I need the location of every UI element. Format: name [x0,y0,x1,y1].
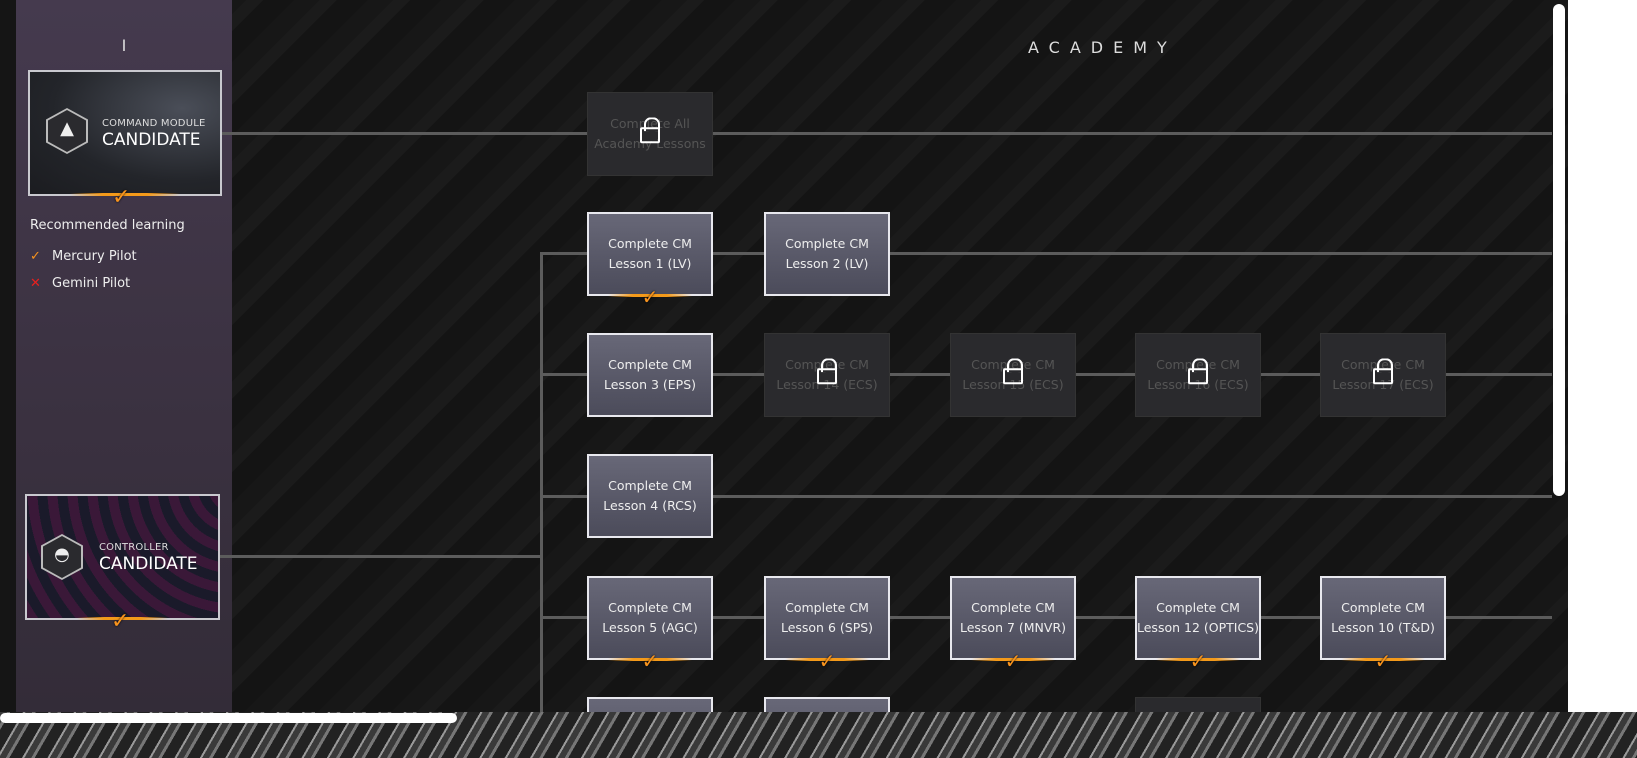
connector-trunk [540,252,543,712]
recommended-learning-title: Recommended learning [30,218,185,233]
node-partial[interactable] [587,697,713,712]
recommended-item: ✕ Gemini Pilot [30,276,130,291]
progress-underline [608,294,692,297]
check-icon: ✓ [818,649,836,673]
command-module-glyph: ▲ [60,118,74,139]
vertical-scrollbar[interactable] [1553,4,1565,496]
satellite-dish-glyph: ◓ [54,544,70,565]
progress-underline [1156,658,1240,661]
card-title: CANDIDATE [99,554,198,574]
recommended-label: Gemini Pilot [52,276,131,291]
card-subtitle: COMMAND MODULE [102,118,206,129]
cross-icon: ✕ [30,276,41,291]
recommended-item: ✓ Mercury Pilot [30,249,137,264]
node-partial[interactable] [1135,697,1261,712]
check-icon: ✓ [1004,649,1022,673]
outer-strip [0,0,16,712]
academy-title: ACADEMY [1028,38,1177,57]
command-module-candidate-card[interactable]: ▲ COMMAND MODULE CANDIDATE ✓ [28,70,222,210]
card-title: CANDIDATE [102,130,201,150]
progress-underline [971,658,1055,661]
skill-tree-canvas: I ▲ COMMAND MODULE CANDIDATE ✓ Recommend… [0,0,1568,712]
controller-candidate-card[interactable]: ◓ CONTROLLER CANDIDATE ✓ [25,494,220,634]
check-icon: ✓ [112,185,131,210]
check-icon: ✓ [641,285,659,309]
connector-line [540,252,1552,255]
check-icon: ✓ [30,249,41,264]
lock-icon [640,117,660,144]
horizontal-scrollbar[interactable] [0,713,457,723]
lock-icon [1373,358,1393,385]
connector-line [222,132,1552,135]
lock-icon [1188,358,1208,385]
progress-underline [70,193,180,196]
satellite-dish-icon [41,534,83,580]
progress-underline [77,617,168,620]
progress-underline [1341,658,1425,661]
recommended-label: Mercury Pilot [52,249,137,264]
check-icon: ✓ [1189,649,1207,673]
connector-line [220,555,542,558]
progress-underline [785,658,869,661]
card-subtitle: CONTROLLER [99,542,169,553]
check-icon: ✓ [111,609,130,634]
progress-underline [608,658,692,661]
lock-icon [817,358,837,385]
panel-title: I [121,36,127,55]
node-partial[interactable] [764,697,890,712]
connector-line [540,495,1552,498]
check-icon: ✓ [641,649,659,673]
lock-icon [1003,358,1023,385]
check-icon: ✓ [1374,649,1392,673]
window-edge [1568,0,1637,712]
